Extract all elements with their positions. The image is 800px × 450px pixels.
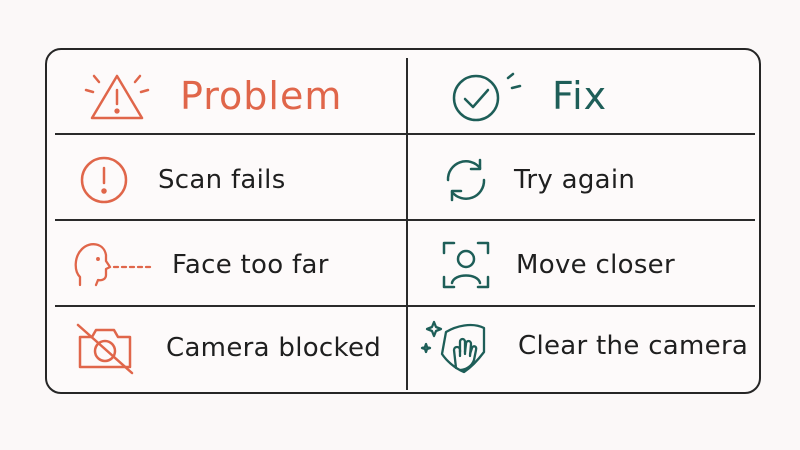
refresh-icon — [440, 154, 492, 206]
comparison-table — [45, 48, 761, 394]
wipe-clean-icon — [420, 316, 494, 376]
fix-row-3: Clear the camera — [420, 316, 748, 376]
fix-label: Move closer — [516, 250, 675, 280]
camera-off-icon — [74, 321, 136, 375]
alert-circle-icon — [78, 154, 130, 206]
problem-label: Camera blocked — [166, 333, 382, 363]
column-divider — [406, 58, 408, 390]
face-scan-icon — [440, 239, 492, 291]
problem-label: Scan fails — [158, 165, 286, 195]
fix-title: Fix — [552, 74, 608, 118]
row-divider — [55, 133, 755, 135]
problem-row-2: Face too far — [72, 236, 329, 294]
problem-row-3: Camera blocked — [74, 320, 381, 376]
fix-row-2: Move closer — [440, 236, 675, 294]
fix-row-1: Try again — [440, 152, 635, 208]
problem-title: Problem — [180, 74, 343, 118]
warning-triangle-icon — [82, 66, 152, 126]
row-divider — [55, 219, 755, 221]
problem-header: Problem — [82, 64, 342, 128]
fix-label: Try again — [514, 165, 636, 195]
face-distance-icon — [72, 237, 154, 293]
fix-header: Fix — [448, 64, 607, 128]
problem-label: Face too far — [172, 250, 329, 280]
check-circle-icon — [448, 66, 528, 126]
fix-label: Clear the camera — [518, 331, 749, 361]
row-divider — [55, 305, 755, 307]
problem-row-1: Scan fails — [78, 152, 286, 208]
